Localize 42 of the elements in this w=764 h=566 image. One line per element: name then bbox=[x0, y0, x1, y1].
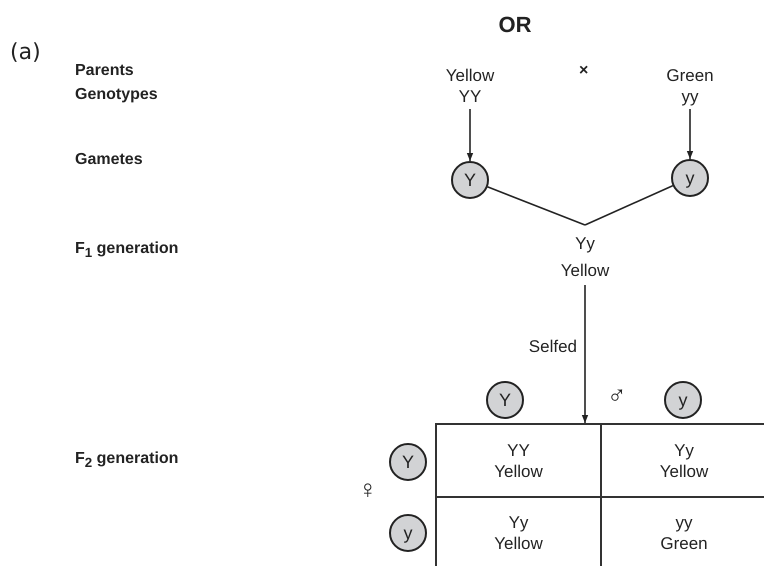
allele-text: Y bbox=[498, 390, 511, 410]
genotype-text: yy bbox=[676, 512, 692, 533]
allele-text: y bbox=[404, 522, 412, 544]
genotype-text: Yy bbox=[508, 512, 528, 533]
genotype-text: Green bbox=[666, 65, 714, 86]
phenotype-text: Green bbox=[660, 533, 708, 554]
connector-line bbox=[487, 186, 586, 226]
gamete-circle bbox=[451, 161, 489, 199]
genotype-text: Yy bbox=[575, 233, 595, 254]
arrow bbox=[582, 285, 588, 423]
female-sign: ♀ bbox=[358, 474, 378, 505]
arrow bbox=[686, 109, 694, 159]
phenotype-text: yy bbox=[682, 86, 698, 107]
phenotype-text: Yellow bbox=[494, 460, 543, 482]
gamete-circle bbox=[389, 514, 427, 552]
gamete-circle bbox=[664, 381, 702, 419]
row-label: Gametes bbox=[75, 151, 143, 169]
row-label: F$_{2}$ generation bbox=[75, 450, 178, 470]
genotype-text: Yy bbox=[674, 440, 694, 460]
allele-text: Y bbox=[402, 452, 414, 472]
phenotype-text: Yellow bbox=[560, 260, 610, 282]
allele-text: Y bbox=[464, 170, 476, 190]
allele-text: y bbox=[686, 168, 694, 188]
connector-line bbox=[584, 185, 673, 226]
gamete-circle bbox=[389, 443, 427, 481]
genotype-text: YY bbox=[507, 440, 530, 460]
punnett-cell bbox=[437, 425, 602, 498]
part-label: (a) bbox=[10, 40, 41, 65]
title: OR bbox=[498, 12, 532, 38]
row-label: Genotypes bbox=[75, 86, 158, 104]
genotype-text: Yellow bbox=[446, 65, 494, 86]
phenotype-text: Yellow bbox=[660, 460, 708, 482]
allele-text: y bbox=[678, 390, 688, 410]
arrow bbox=[466, 109, 474, 161]
male-sign: ♂ bbox=[607, 380, 626, 411]
phenotype-text: YY bbox=[458, 86, 482, 107]
gamete-circle bbox=[671, 159, 709, 197]
phenotype-text: Yellow bbox=[494, 533, 543, 554]
gamete-circle bbox=[486, 381, 524, 419]
cross-sign: × bbox=[579, 62, 588, 80]
row-label: F$_{1}$ generation bbox=[75, 240, 178, 260]
row-label: Parents bbox=[75, 62, 134, 80]
